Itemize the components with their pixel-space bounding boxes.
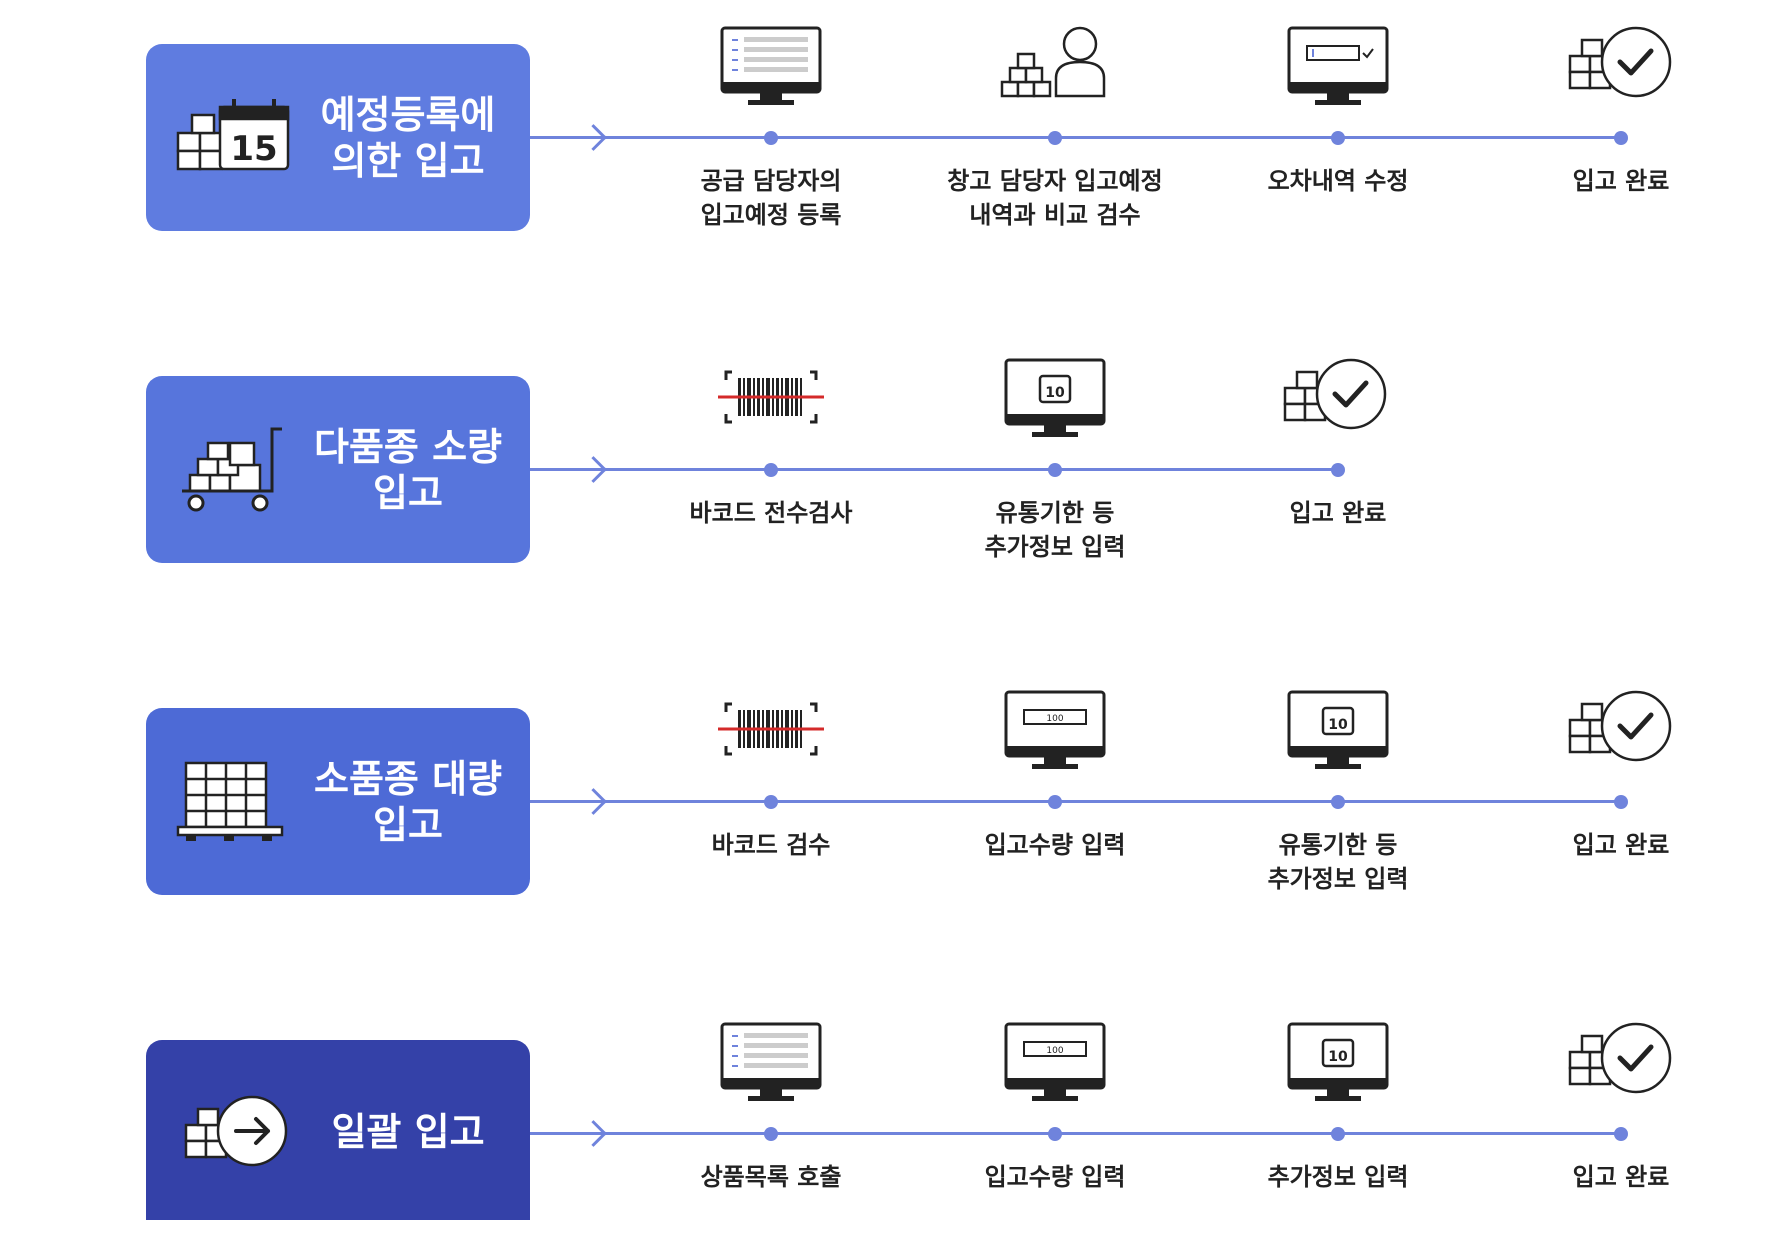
monitor-calendar-icon: 10 bbox=[1004, 358, 1106, 437]
calendar-boxes-icon: 15 bbox=[176, 98, 290, 170]
step-dot bbox=[1048, 463, 1062, 477]
step-label: 입고수량 입력 bbox=[984, 831, 1126, 859]
step-label: 창고 담당자 입고예정 내역과 비교 검수 bbox=[947, 167, 1163, 229]
boxes-check-icon bbox=[1283, 358, 1387, 430]
step-label: 입고 완료 bbox=[1572, 167, 1670, 195]
flow-arrow-icon bbox=[580, 456, 607, 483]
step-dot bbox=[764, 463, 778, 477]
step-label: 추가정보 입력 bbox=[1267, 1163, 1409, 1191]
boxes-arrow-icon bbox=[184, 1095, 288, 1167]
step-label: 유통기한 등 추가정보 입력 bbox=[1267, 831, 1409, 893]
category-title: 예정등록에 의한 입고 bbox=[320, 92, 496, 183]
step-label: 유통기한 등 추가정보 입력 bbox=[984, 499, 1126, 561]
monitor-list-icon bbox=[720, 1022, 822, 1101]
step-dot bbox=[1048, 131, 1062, 145]
worker-boxes-icon bbox=[1000, 26, 1106, 98]
monitor-list-icon bbox=[720, 26, 822, 105]
flow-arrow-icon bbox=[580, 788, 607, 815]
step-label: 입고 완료 bbox=[1572, 1163, 1670, 1191]
calendar-number: 15 bbox=[230, 129, 277, 169]
category-title: 소품종 대량 입고 bbox=[313, 756, 503, 847]
flow-row-2: 다품종 소량 입고 10 바코드 전수검사 유통기한 등 추가정보 입력 bbox=[0, 358, 1777, 572]
monitor-input-icon bbox=[1287, 26, 1389, 105]
category-card-bulk-item: 소품종 대량 입고 bbox=[146, 708, 530, 895]
barcode-scan-icon bbox=[718, 702, 824, 756]
category-card-batch: 일괄 입고 bbox=[146, 1040, 530, 1220]
boxes-check-icon bbox=[1568, 690, 1672, 762]
boxes-check-icon bbox=[1568, 26, 1672, 98]
flow-line bbox=[530, 136, 1623, 139]
step-dot bbox=[764, 1127, 778, 1141]
step-dot bbox=[764, 131, 778, 145]
step-dot bbox=[1331, 463, 1345, 477]
calendar-number: 10 bbox=[1328, 1049, 1348, 1065]
step-label: 오차내역 수정 bbox=[1267, 167, 1409, 195]
quantity-value: 100 bbox=[1046, 714, 1063, 724]
flow-row-3: 소품종 대량 입고 100 10 bbox=[0, 690, 1777, 904]
category-card-multi-item: 다품종 소량 입고 bbox=[146, 376, 530, 563]
step-label: 공급 담당자의 입고예정 등록 bbox=[700, 167, 842, 229]
step-dot bbox=[1331, 131, 1345, 145]
monitor-calendar-icon: 10 bbox=[1287, 1022, 1389, 1101]
flow-arrow-icon bbox=[580, 1120, 607, 1147]
flow-arrow-icon bbox=[580, 124, 607, 151]
step-label: 입고 완료 bbox=[1289, 499, 1387, 527]
step-label: 상품목록 호출 bbox=[700, 1163, 842, 1191]
barcode-scan-icon bbox=[718, 370, 824, 424]
category-title: 다품종 소량 입고 bbox=[313, 424, 503, 515]
calendar-number: 10 bbox=[1045, 385, 1065, 401]
calendar-number: 10 bbox=[1328, 717, 1348, 733]
step-dot bbox=[1331, 1127, 1345, 1141]
cart-boxes-icon bbox=[182, 427, 282, 511]
boxes-check-icon bbox=[1568, 1022, 1672, 1094]
category-card-scheduled: 15 예정등록에 의한 입고 bbox=[146, 44, 530, 231]
quantity-value: 100 bbox=[1046, 1046, 1063, 1056]
step-dot bbox=[1048, 1127, 1062, 1141]
step-dot bbox=[1048, 795, 1062, 809]
flow-line bbox=[530, 468, 1340, 471]
step-label: 바코드 전수검사 bbox=[689, 499, 853, 527]
flow-row-4: 일괄 입고 100 10 상품목록 호출 입고수량 입력 추가 bbox=[0, 1022, 1777, 1236]
step-label: 입고수량 입력 bbox=[984, 1163, 1126, 1191]
monitor-calendar-icon: 10 bbox=[1287, 690, 1389, 769]
step-label: 바코드 검수 bbox=[711, 831, 831, 859]
monitor-quantity-icon: 100 bbox=[1004, 690, 1106, 769]
category-title: 일괄 입고 bbox=[331, 1110, 485, 1154]
step-dot bbox=[1614, 1127, 1628, 1141]
step-dot bbox=[1614, 131, 1628, 145]
monitor-quantity-icon: 100 bbox=[1004, 1022, 1106, 1101]
pallet-boxes-icon bbox=[176, 761, 284, 841]
step-label: 입고 완료 bbox=[1572, 831, 1670, 859]
step-dot bbox=[764, 795, 778, 809]
flow-line bbox=[530, 1132, 1623, 1135]
step-dot bbox=[1331, 795, 1345, 809]
step-dot bbox=[1614, 795, 1628, 809]
flow-row-1: 15 예정등록에 의한 입고 bbox=[0, 26, 1777, 240]
flow-line bbox=[530, 800, 1623, 803]
